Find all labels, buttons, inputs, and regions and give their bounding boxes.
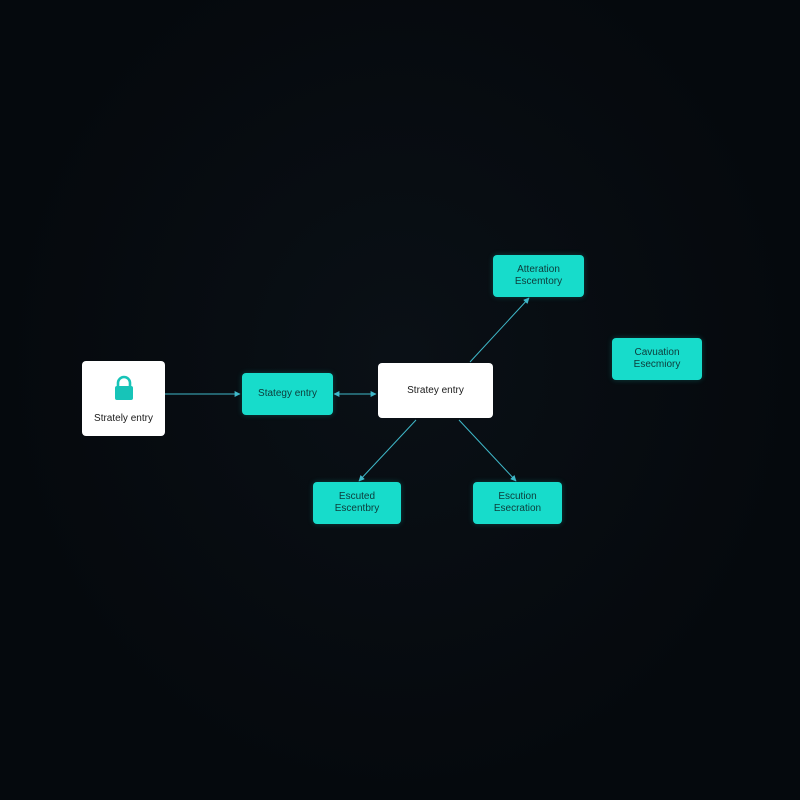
node-strategy-entry[interactable]: Stategy entry — [242, 373, 333, 415]
node-bottom-left[interactable]: Escuted Escentbry — [313, 482, 401, 524]
edge-center-to-top — [469, 297, 530, 363]
lock-icon — [113, 375, 135, 405]
node-bottom-left-line2: Escentbry — [334, 503, 380, 514]
node-top-branch-line2: Escemtory — [514, 276, 563, 287]
node-top-branch[interactable]: Atteration Escemtory — [493, 255, 584, 297]
edge-center-to-bottom-right — [458, 419, 517, 482]
node-bottom-left-line1: Escuted — [338, 491, 376, 502]
node-far-right-line1: Cavuation — [634, 347, 680, 358]
node-strategy-entry-label: Stategy entry — [258, 388, 317, 399]
node-bottom-right-line2: Esecration — [493, 503, 542, 514]
node-lock-entry-label: Strately entry — [94, 412, 153, 424]
node-bottom-right-line1: Escution — [498, 491, 537, 502]
node-lock-entry[interactable]: Strately entry — [82, 361, 165, 436]
node-center-entry-label: Stratey entry — [407, 384, 464, 396]
node-far-right[interactable]: Cavuation Esecmiory — [612, 338, 702, 380]
edge-center-to-bottom-left — [358, 419, 417, 482]
node-far-right-line2: Esecmiory — [633, 359, 681, 370]
node-center-entry[interactable]: Stratey entry — [378, 363, 493, 418]
node-top-branch-line1: Atteration — [517, 264, 560, 275]
node-bottom-right[interactable]: Escution Esecration — [473, 482, 562, 524]
